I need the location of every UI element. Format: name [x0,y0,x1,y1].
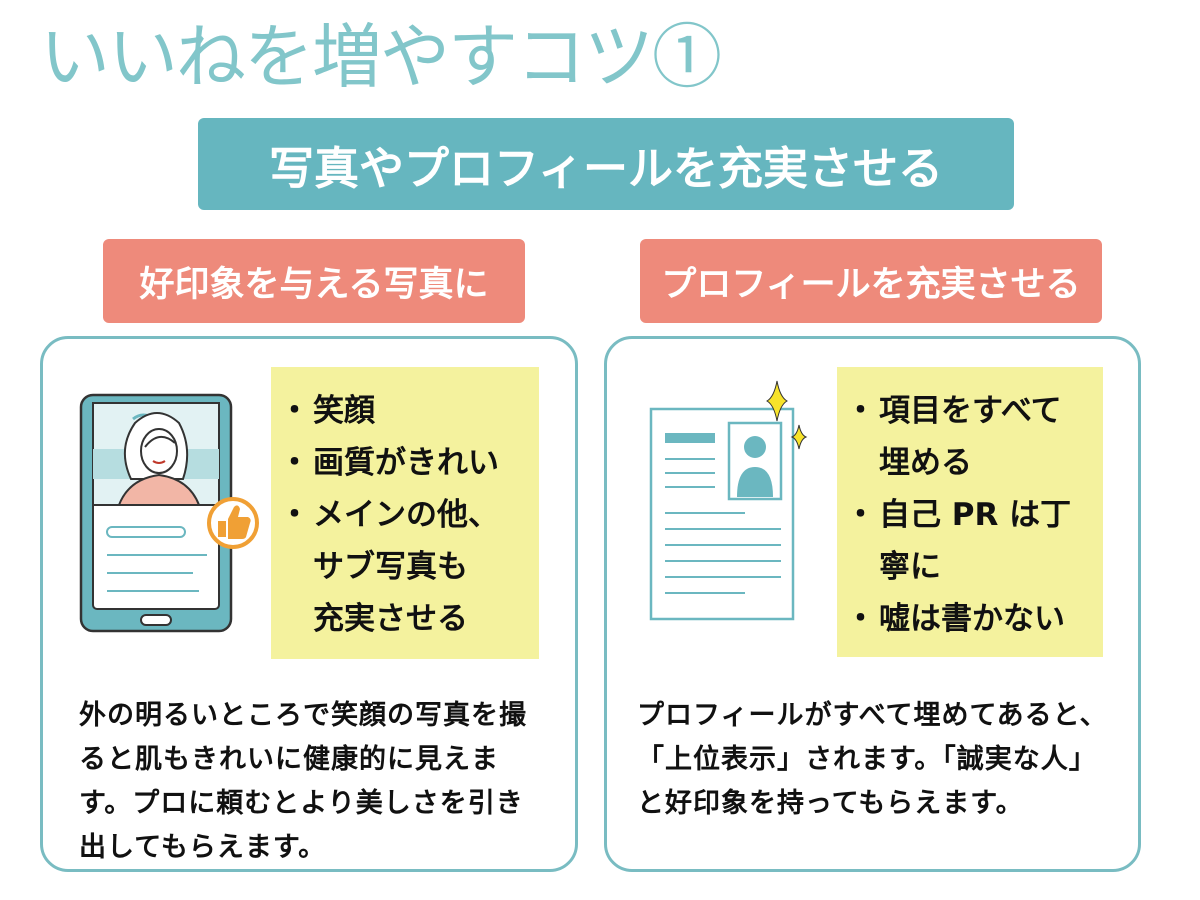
main-banner: 写真やプロフィールを充実させる [198,118,1014,210]
photo-tips-card: 笑顔 画質がきれい メインの他、 サブ写真も 充実させる 外の明るいところで笑顔… [40,336,578,872]
sparkle-icon [765,380,808,450]
right-tag: プロフィールを充実させる [640,239,1102,323]
note-item: 画質がきれい [279,437,523,489]
page-heading: いいねを増やすコツ① [40,16,722,98]
thumbs-up-icon [207,497,259,549]
note-item: 嘘は書かない [845,593,1087,645]
profile-document-icon [649,380,808,621]
note-item: 項目をすべて 埋める [845,385,1087,489]
note-item: 自己 PR は丁 寧に [845,489,1087,593]
profile-tips-card: 項目をすべて 埋める 自己 PR は丁 寧に 嘘は書かない プロフィールがすべて… [604,336,1141,872]
smartphone-icon [79,393,259,633]
photo-tips-description: 外の明るいところで笑顔の写真を撮ると肌もきれいに健康的に見えます。プロに頼むとよ… [79,700,527,863]
profile-tips-note: 項目をすべて 埋める 自己 PR は丁 寧に 嘘は書かない [837,367,1103,657]
portrait-photo-icon [117,412,201,506]
photo-tips-note: 笑顔 画質がきれい メインの他、 サブ写真も 充実させる [271,367,539,659]
profile-tips-description: プロフィールがすべて埋めてあると、「上位表示」されます。「誠実な人」と好印象を持… [637,700,1108,819]
left-tag: 好印象を与える写真に [103,239,525,323]
note-item: 笑顔 [279,385,523,437]
note-item: メインの他、 サブ写真も 充実させる [279,489,523,645]
